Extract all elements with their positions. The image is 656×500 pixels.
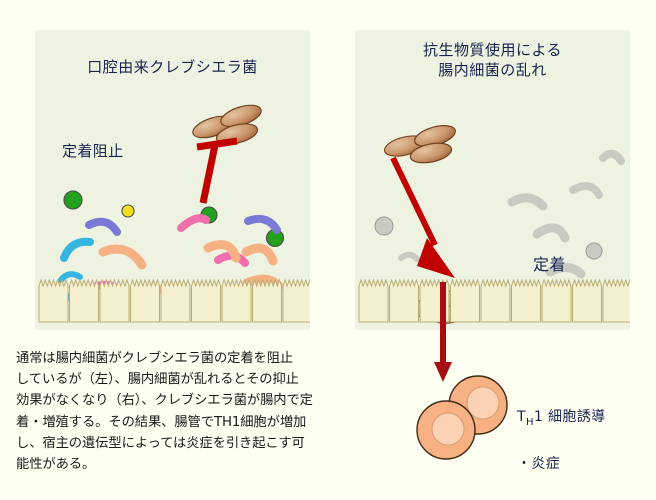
microbe-coccus [585, 242, 603, 260]
th1-cell-nucleus [466, 386, 500, 420]
microbe-rod [177, 214, 210, 232]
th1-cell-group [416, 375, 508, 460]
microbiota-disrupted-group [374, 149, 625, 279]
epithelial-cell [191, 278, 221, 323]
panel-disrupted-microbiota: 抗生物質使用による 腸内細菌の乱れ [355, 30, 630, 330]
epithelial-cell [419, 278, 450, 323]
epithelial-cell [480, 278, 511, 323]
klebsiella-cell [409, 142, 453, 164]
epithelial-cell [450, 278, 480, 323]
microbe-rod [398, 251, 420, 262]
th1-label-t: T [517, 409, 526, 425]
label-th1-induction: TH1 細胞誘導 ・炎症 [517, 386, 606, 475]
panel-healthy-microbiota: 口腔由来クレブシエラ菌 [35, 30, 310, 330]
th1-cell-nucleus [431, 412, 465, 446]
figure-caption: 通常は腸内細菌がクレブシエラ菌の定着を阻止 しているが（左）、腸内細菌が乱れると… [16, 351, 313, 473]
microbe-rod [98, 244, 147, 270]
tbar-crossbar [196, 137, 238, 151]
panel-left-title: 口腔由来クレブシエラ菌 [87, 58, 258, 76]
klebsiella-cluster-top [383, 125, 456, 164]
epithelial-cell [602, 278, 630, 323]
epithelial-cell [160, 278, 191, 323]
epithelium-layer-right [358, 278, 630, 323]
label-adhesion-blocked: 定着阻止 [62, 142, 124, 160]
microbe-rod [569, 182, 603, 199]
inhibition-tbar-icon [196, 137, 238, 204]
th1-label-subscript: H [525, 416, 534, 428]
epithelial-cell [99, 278, 130, 323]
microbe-rod [60, 237, 94, 262]
arrow-stem-to-th1 [440, 330, 446, 370]
microbe-coccus [374, 216, 394, 236]
epithelial-cell [282, 278, 310, 323]
epithelial-cell [38, 278, 69, 323]
tbar-stem [199, 144, 219, 204]
epithelial-cell [130, 278, 160, 323]
microbe-rod [599, 149, 625, 165]
epithelial-cell [69, 278, 99, 323]
microbe-rod [532, 223, 570, 243]
epithelial-cell [221, 278, 252, 323]
epithelial-cell [541, 278, 572, 323]
microbe-rod [545, 263, 586, 279]
th1-label-line2: ・炎症 [517, 455, 561, 472]
epithelial-cell [358, 278, 389, 323]
microbe-rod [203, 240, 241, 263]
th1-label-rest: 1 細胞誘導 [533, 409, 606, 425]
microbe-rod [507, 193, 548, 211]
panel-right-title: 抗生物質使用による 腸内細菌の乱れ [422, 41, 563, 79]
epithelial-cell [572, 278, 602, 323]
microbe-rod [241, 243, 278, 266]
microbe-rod [244, 214, 281, 234]
microbe-rod [58, 271, 83, 283]
microbe-coccus [63, 190, 83, 210]
epithelial-cell [389, 278, 419, 323]
epithelium-layer-left [38, 278, 310, 323]
microbe-rod [85, 217, 121, 236]
label-adhesion: 定着 [533, 255, 566, 274]
arrow-klebsiella-descends [390, 156, 455, 278]
arrowhead [417, 238, 455, 278]
microbe-coccus [121, 204, 135, 218]
epithelial-cell [511, 278, 541, 323]
epithelial-cell [252, 278, 282, 323]
